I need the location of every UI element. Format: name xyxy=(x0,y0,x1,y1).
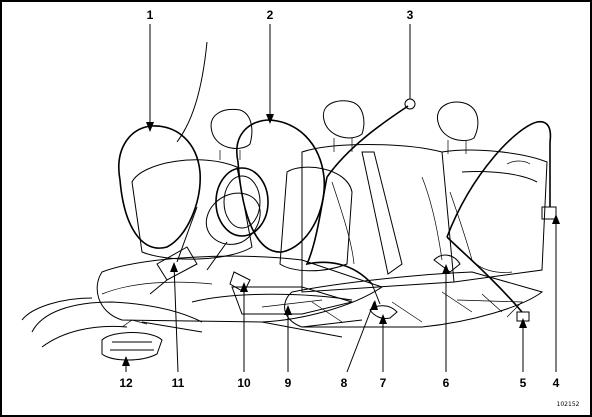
rear-seats-drawing xyxy=(210,100,548,328)
control-unit-drawing xyxy=(101,319,163,361)
callout-12: 12 xyxy=(119,376,133,390)
steering-wheel-drawing xyxy=(176,41,269,271)
leader-lines xyxy=(125,24,557,373)
airbag-driver-shape xyxy=(118,125,201,249)
callout-labels: 1 2 3 4 5 6 7 8 9 10 11 12 xyxy=(119,8,559,390)
callout-7: 7 xyxy=(380,376,387,390)
callout-4: 4 xyxy=(553,376,560,390)
arrowheads xyxy=(122,114,560,366)
callout-6: 6 xyxy=(443,376,450,390)
callout-5: 5 xyxy=(520,376,527,390)
callout-11: 11 xyxy=(172,376,185,390)
callout-1: 1 xyxy=(147,8,154,22)
airbag-passenger-shape xyxy=(236,119,326,253)
callout-3: 3 xyxy=(407,8,414,22)
callout-8: 8 xyxy=(341,376,348,390)
callout-9: 9 xyxy=(285,376,292,390)
reference-code: 102152 xyxy=(557,401,580,408)
seatbelt-rear-right-drawing xyxy=(433,120,557,322)
callout-10: 10 xyxy=(237,376,251,390)
callout-2: 2 xyxy=(267,8,274,22)
front-seats-drawing xyxy=(21,159,384,348)
